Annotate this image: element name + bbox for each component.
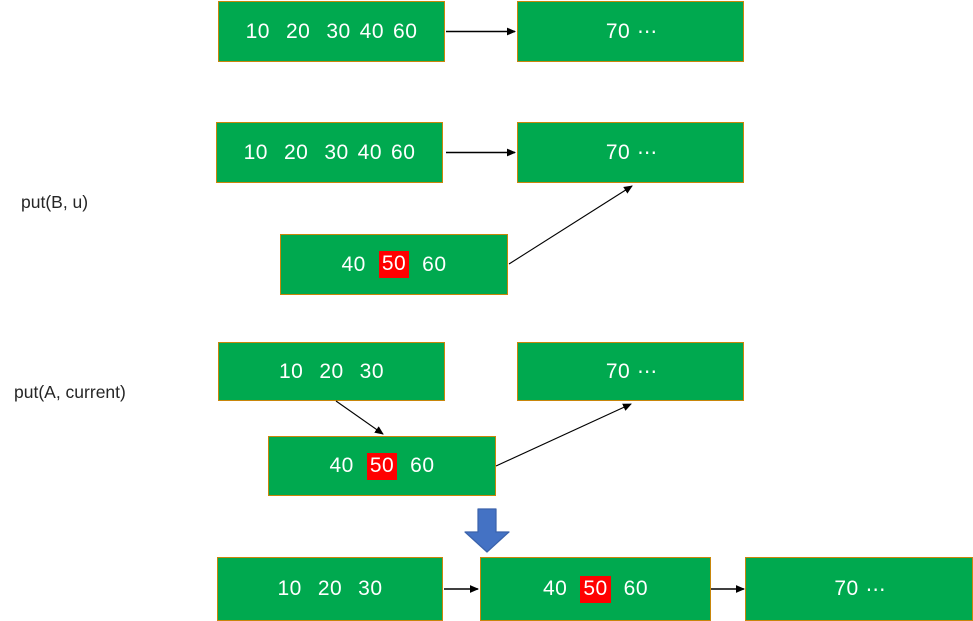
row2-node-right[interactable]: 70 ⋯ xyxy=(517,122,744,183)
down-block-arrow xyxy=(464,508,510,553)
node-cell: 10 xyxy=(245,19,270,43)
row1-node-left[interactable]: 10 20 30 40 60 xyxy=(218,1,445,62)
arrow-row2-new-to-right xyxy=(508,185,633,265)
row2-node-left[interactable]: 10 20 30 40 60 xyxy=(216,122,443,183)
node-cell: 40 xyxy=(329,454,354,477)
node-cell: 30 xyxy=(324,140,349,164)
node-cell: 70 xyxy=(834,577,859,600)
node-cells: 40 50 60 xyxy=(540,575,651,603)
row4-node-c[interactable]: 70 ⋯ xyxy=(745,557,973,621)
node-cell: 20 xyxy=(319,359,344,383)
node-cell: 40 xyxy=(542,577,568,600)
node-cells: 70 ⋯ xyxy=(831,577,886,602)
node-cells: 70 ⋯ xyxy=(603,19,658,44)
node-cell: 60 xyxy=(410,454,435,477)
row2-node-new[interactable]: 40 50 60 xyxy=(280,234,508,295)
node-cells: 10 20 30 40 60 xyxy=(243,20,421,44)
node-cell: 60 xyxy=(391,140,416,164)
node-cell: 60 xyxy=(623,577,649,600)
node-cell: 60 xyxy=(422,252,447,276)
arrow-row3-new-to-right xyxy=(495,403,632,467)
node-cell: 20 xyxy=(317,577,343,600)
node-cells: 40 50 60 xyxy=(338,251,449,278)
node-cell: 70 xyxy=(605,140,631,164)
label-put-a: put(A, current) xyxy=(14,382,126,402)
node-cell: 70 xyxy=(605,19,631,43)
ellipsis-icon: ⋯ xyxy=(637,361,659,383)
node-cell: 40 xyxy=(359,19,385,43)
node-cell-highlighted: 50 xyxy=(378,251,410,278)
node-cell: 30 xyxy=(326,19,351,43)
node-cell: 30 xyxy=(359,359,385,383)
node-cells: 10 20 30 xyxy=(276,360,387,384)
node-cell: 30 xyxy=(358,577,383,600)
node-cell-highlighted: 50 xyxy=(580,575,611,603)
node-cell: 40 xyxy=(341,252,366,276)
ellipsis-icon: ⋯ xyxy=(865,578,887,601)
node-cells: 10 20 30 40 60 xyxy=(241,141,419,165)
row3-node-new[interactable]: 40 50 60 xyxy=(268,436,496,496)
node-cells: 40 50 60 xyxy=(326,452,437,480)
node-cell: 10 xyxy=(243,140,268,164)
row4-node-b[interactable]: 40 50 60 xyxy=(480,557,711,621)
node-cell: 20 xyxy=(283,140,309,164)
node-cell: 10 xyxy=(277,577,302,600)
node-cell: 70 xyxy=(605,359,631,383)
label-put-b: put(B, u) xyxy=(21,192,89,212)
node-cell: 20 xyxy=(285,19,311,43)
row4-node-a[interactable]: 10 20 30 xyxy=(217,557,443,621)
row1-node-right[interactable]: 70 ⋯ xyxy=(517,1,744,62)
node-cell: 10 xyxy=(278,359,304,383)
node-cell: 60 xyxy=(393,19,418,43)
ellipsis-icon: ⋯ xyxy=(637,21,659,43)
row3-node-right[interactable]: 70 ⋯ xyxy=(517,342,744,401)
ellipsis-icon: ⋯ xyxy=(637,142,659,164)
node-cells: 70 ⋯ xyxy=(603,359,658,384)
arrow-row3-left-to-new xyxy=(335,400,384,435)
row3-node-left[interactable]: 10 20 30 xyxy=(218,342,445,401)
node-cells: 10 20 30 xyxy=(274,577,385,601)
node-cell-highlighted: 50 xyxy=(366,452,398,480)
node-cell: 40 xyxy=(357,140,383,164)
node-cells: 70 ⋯ xyxy=(603,140,658,165)
